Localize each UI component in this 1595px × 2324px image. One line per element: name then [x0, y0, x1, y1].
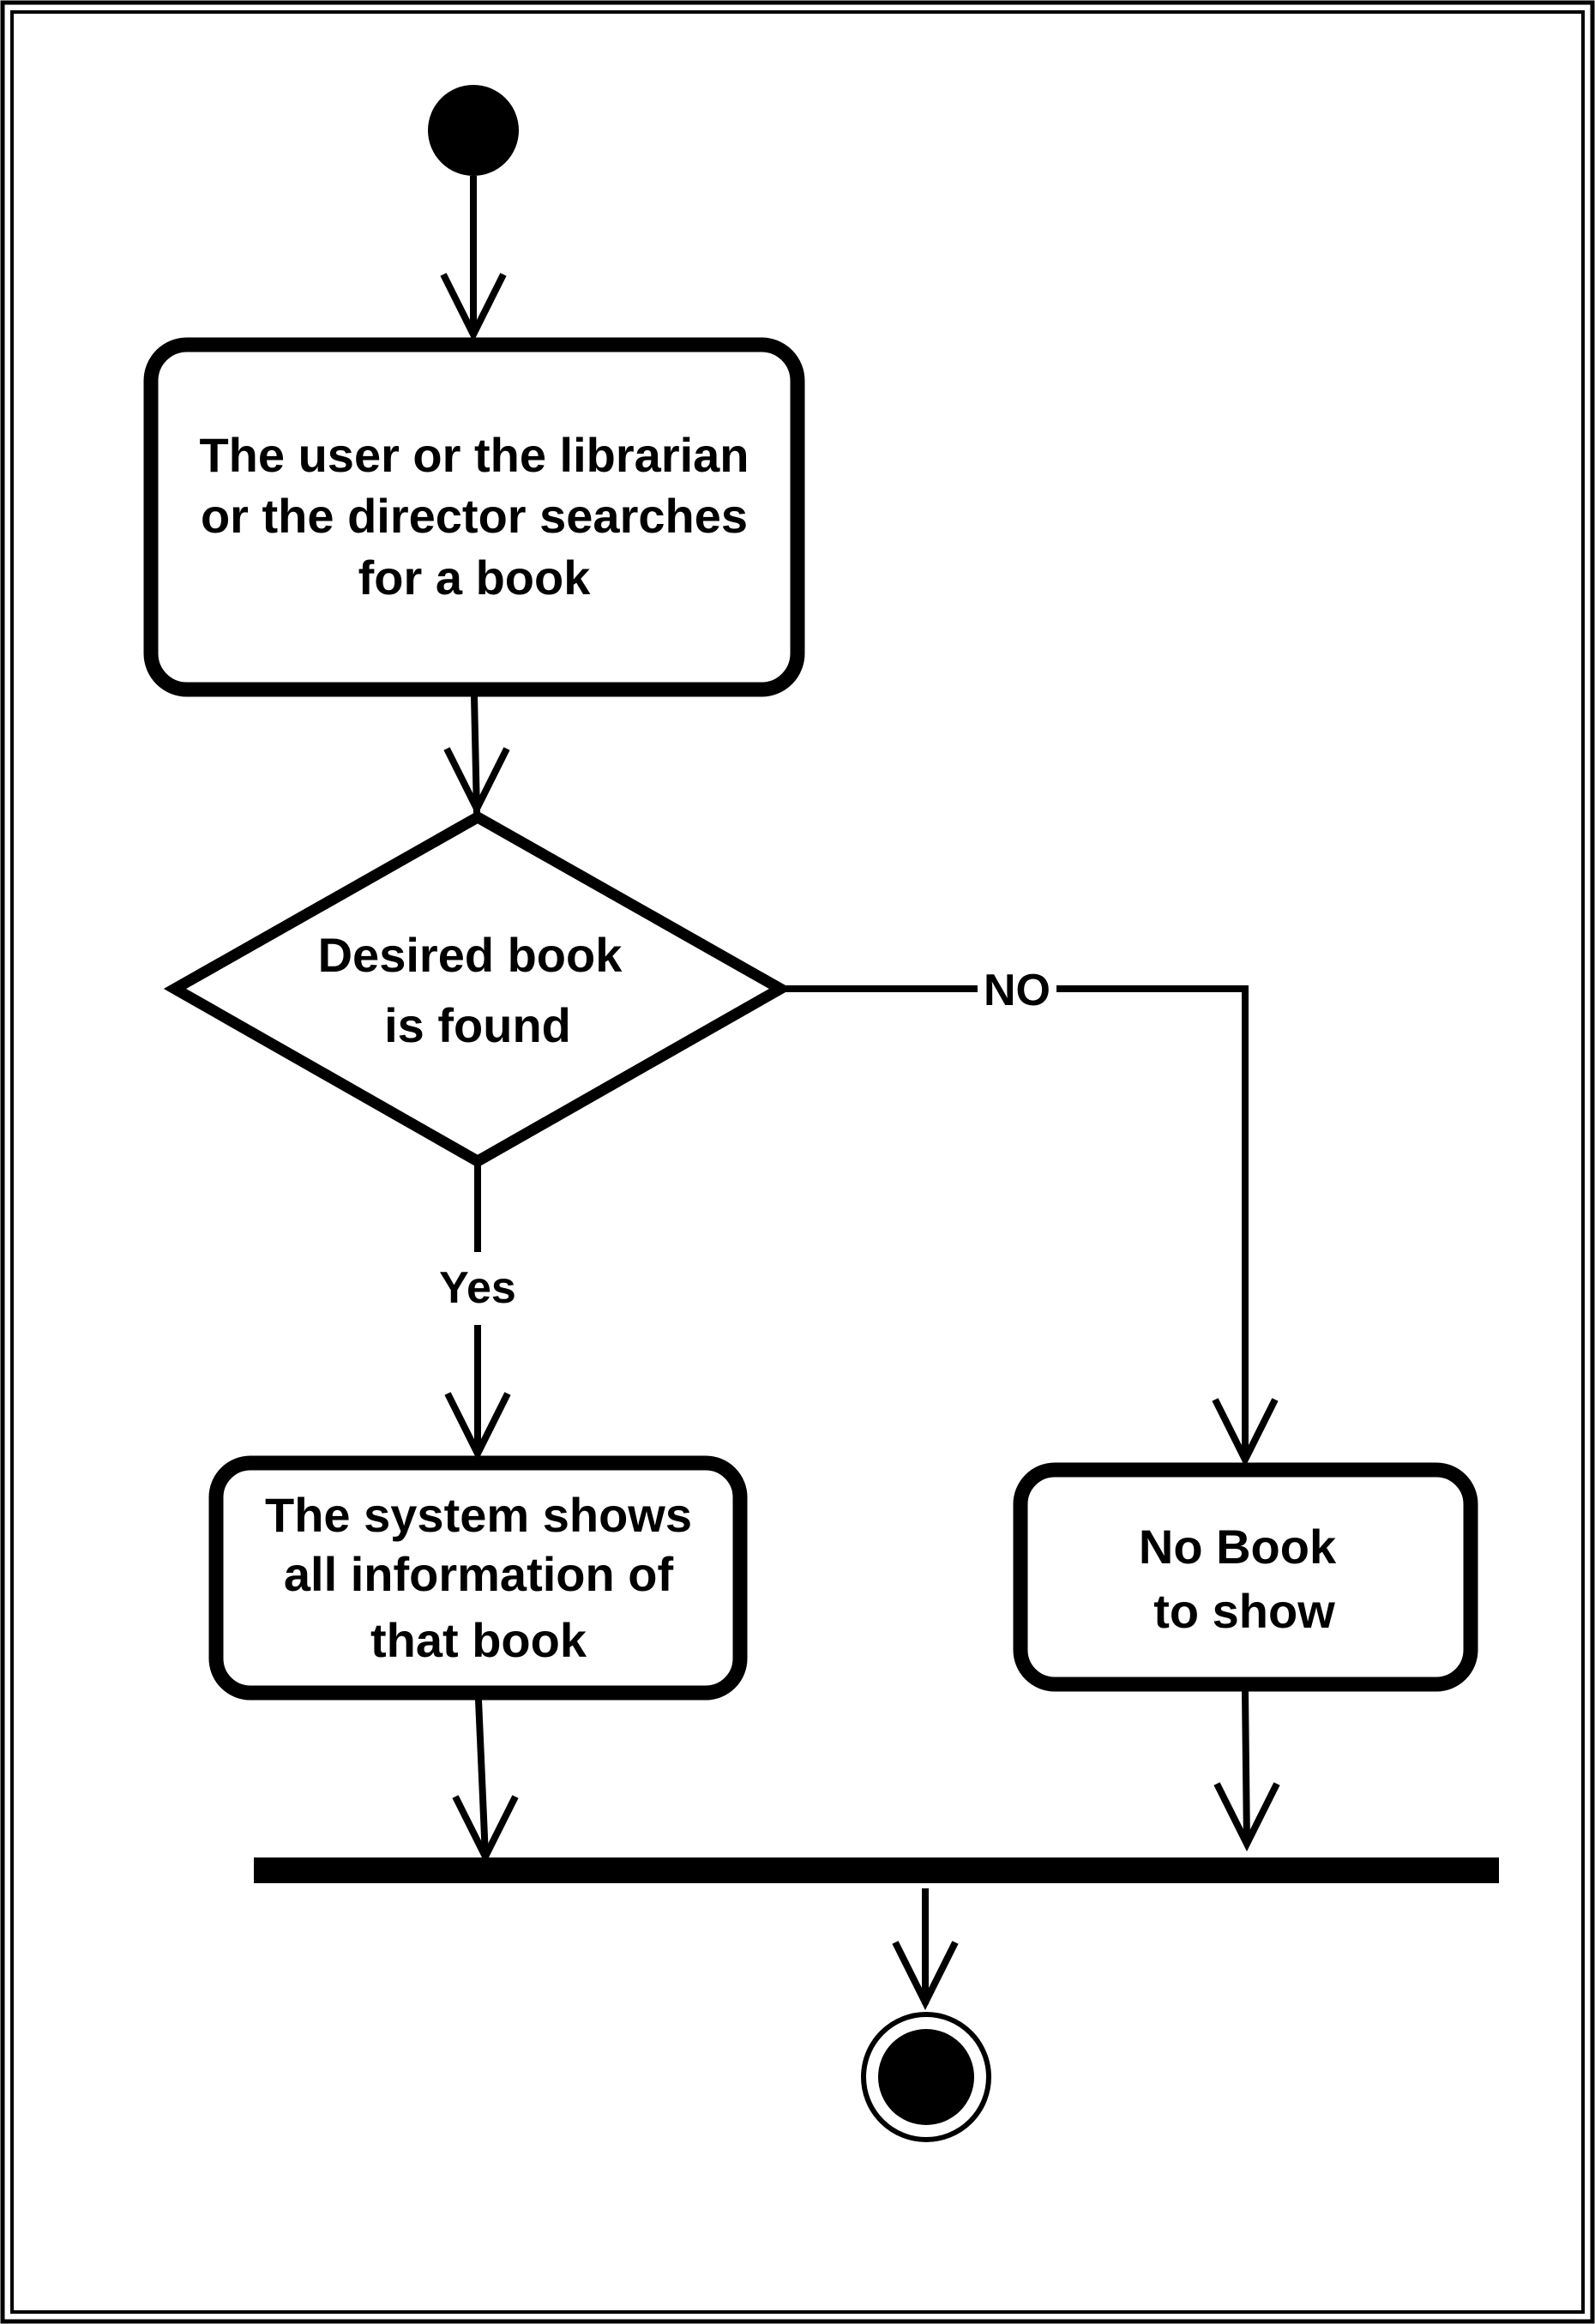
action-search-book: The user or the librarian or the directo… [143, 337, 805, 697]
edge-decision-no [780, 985, 1279, 1467]
edge-bar-to-final [892, 1888, 959, 2010]
action-search-line-2: or the director searches [201, 489, 748, 543]
initial-node [428, 85, 519, 176]
join-bar [254, 1857, 1499, 1883]
decision-book-found: Desired book is found [163, 810, 792, 1168]
edge-label-yes: Yes [439, 1263, 516, 1313]
arrowhead-icon [440, 273, 507, 342]
inner-frame [10, 10, 1585, 2314]
arrowhead-icon [1213, 1782, 1280, 1851]
action-show-line-2: all information of [284, 1547, 674, 1601]
edge-start-to-search [440, 176, 507, 342]
edge-nobook-to-bar [1213, 1690, 1280, 1851]
arrowhead-icon [444, 1392, 511, 1461]
action-no-book-line-2: to show [1153, 1584, 1335, 1638]
arrowhead-icon [1212, 1398, 1279, 1467]
arrowhead-icon [443, 747, 510, 816]
arrowhead-icon [892, 1941, 959, 2010]
action-show-line-3: that book [370, 1613, 587, 1667]
action-no-book: No Book to show [1013, 1462, 1478, 1692]
action-search-line-3: for a book [358, 551, 592, 605]
edge-show-to-bar [452, 1699, 519, 1864]
action-show-line-1: The system shows [265, 1488, 692, 1542]
decision-line-1: Desired book [318, 928, 623, 982]
action-no-book-line-1: No Book [1139, 1520, 1337, 1574]
arrowhead-icon [452, 1795, 519, 1864]
action-search-line-1: The user or the librarian [199, 428, 749, 482]
final-node [861, 2012, 991, 2142]
edge-decision-yes [444, 1161, 511, 1461]
edge-search-to-decision [443, 695, 510, 816]
decision-line-2: is found [384, 998, 571, 1052]
action-show-information: The system shows all information of that… [208, 1455, 748, 1701]
edge-label-no: NO [984, 966, 1050, 1015]
